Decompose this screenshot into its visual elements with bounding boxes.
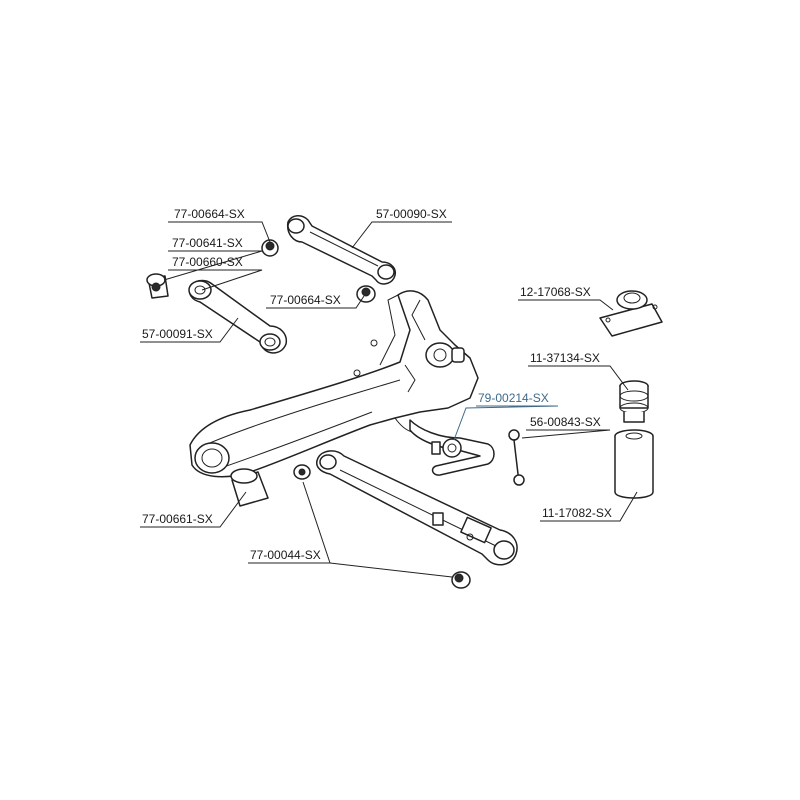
bushing-77-00664-lower (356, 285, 376, 303)
callout-77-00661[interactable]: 77-00661-SX (142, 512, 213, 526)
callout-77-00660[interactable]: 77-00660-SX (172, 255, 243, 269)
callout-12-17068[interactable]: 12-17068-SX (520, 285, 591, 299)
leader-lines (140, 221, 638, 578)
stabilizer-bar (409, 419, 495, 476)
callout-56-00843[interactable]: 56-00843-SX (530, 415, 601, 429)
callout-11-37134[interactable]: 11-37134-SX (530, 351, 600, 365)
bushing-77-00044-upper (293, 464, 311, 480)
lower-control-arm (188, 279, 288, 354)
part-labels: 77-00664-SX 77-00641-SX 77-00660-SX 57-0… (142, 207, 612, 562)
upper-control-arm (286, 215, 396, 285)
callout-11-17082[interactable]: 11-17082-SX (542, 506, 612, 520)
bushing-77-00044-lower (451, 571, 471, 589)
callout-77-00664-lower[interactable]: 77-00664-SX (270, 293, 341, 307)
lower-trailing-link (316, 450, 518, 566)
bushing-77-00661 (230, 468, 269, 507)
callout-77-00044[interactable]: 77-00044-SX (250, 548, 321, 562)
bushing-77-00641 (146, 273, 169, 299)
bump-stop (619, 380, 649, 423)
callout-77-00641[interactable]: 77-00641-SX (172, 236, 243, 250)
strut-mount (599, 290, 663, 337)
stabilizer-link (508, 429, 525, 486)
callout-57-00090[interactable]: 57-00090-SX (376, 207, 447, 221)
bushing-77-00664-upper (261, 239, 279, 257)
dust-boot (614, 429, 654, 499)
callout-57-00091[interactable]: 57-00091-SX (142, 327, 213, 341)
callout-77-00664-upper[interactable]: 77-00664-SX (174, 207, 245, 221)
callout-79-00214[interactable]: 79-00214-SX (478, 391, 549, 405)
